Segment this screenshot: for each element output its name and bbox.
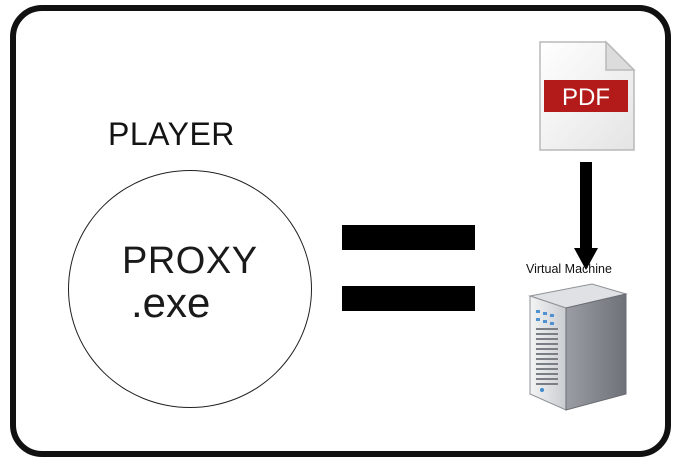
pdf-file-icon: PDF (539, 40, 636, 151)
virtual-machine-label: Virtual Machine (526, 262, 612, 276)
server-icon (528, 283, 628, 411)
down-arrow-icon (574, 162, 598, 270)
proxy-extension-label: .exe (131, 279, 211, 326)
proxy-circle (68, 170, 312, 408)
equals-sign-top-bar (342, 225, 475, 250)
pdf-badge-text: PDF (562, 84, 610, 111)
equals-sign-bottom-bar (342, 286, 475, 311)
player-label: PLAYER (108, 116, 235, 152)
pdf-badge-background (544, 80, 628, 112)
proxy-name-label: PROXY (122, 240, 258, 282)
